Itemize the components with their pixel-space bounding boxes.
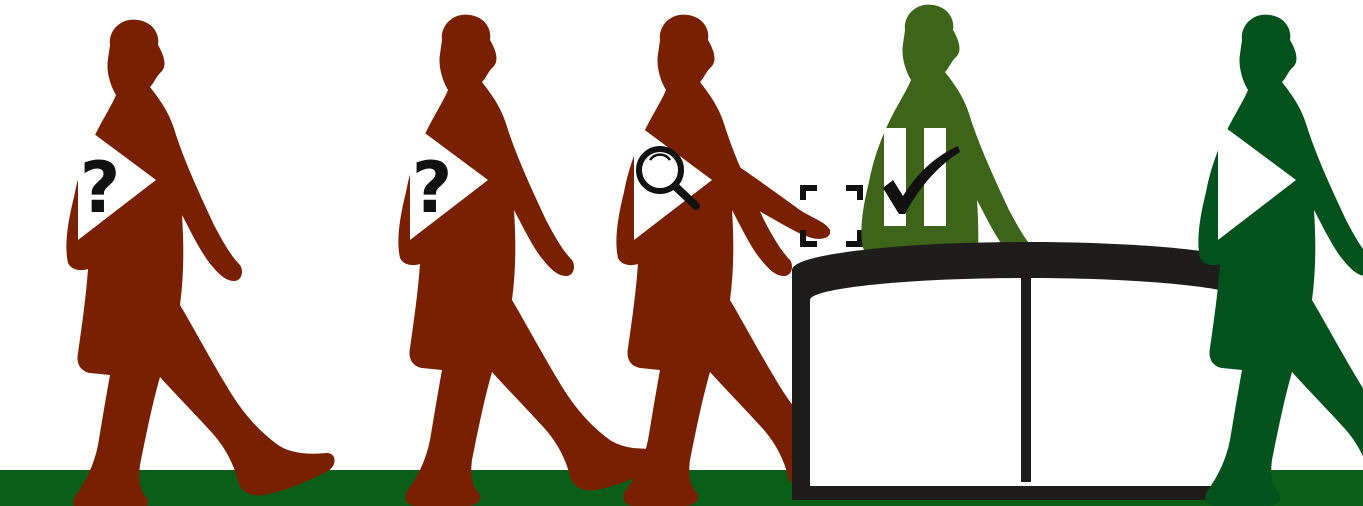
gate-divider (1021, 278, 1031, 482)
turnstile-gate (792, 242, 1262, 500)
question-mark-icon: ? (412, 147, 453, 229)
person-pending-1: ? (66, 20, 334, 506)
question-mark-icon: ? (80, 147, 121, 229)
